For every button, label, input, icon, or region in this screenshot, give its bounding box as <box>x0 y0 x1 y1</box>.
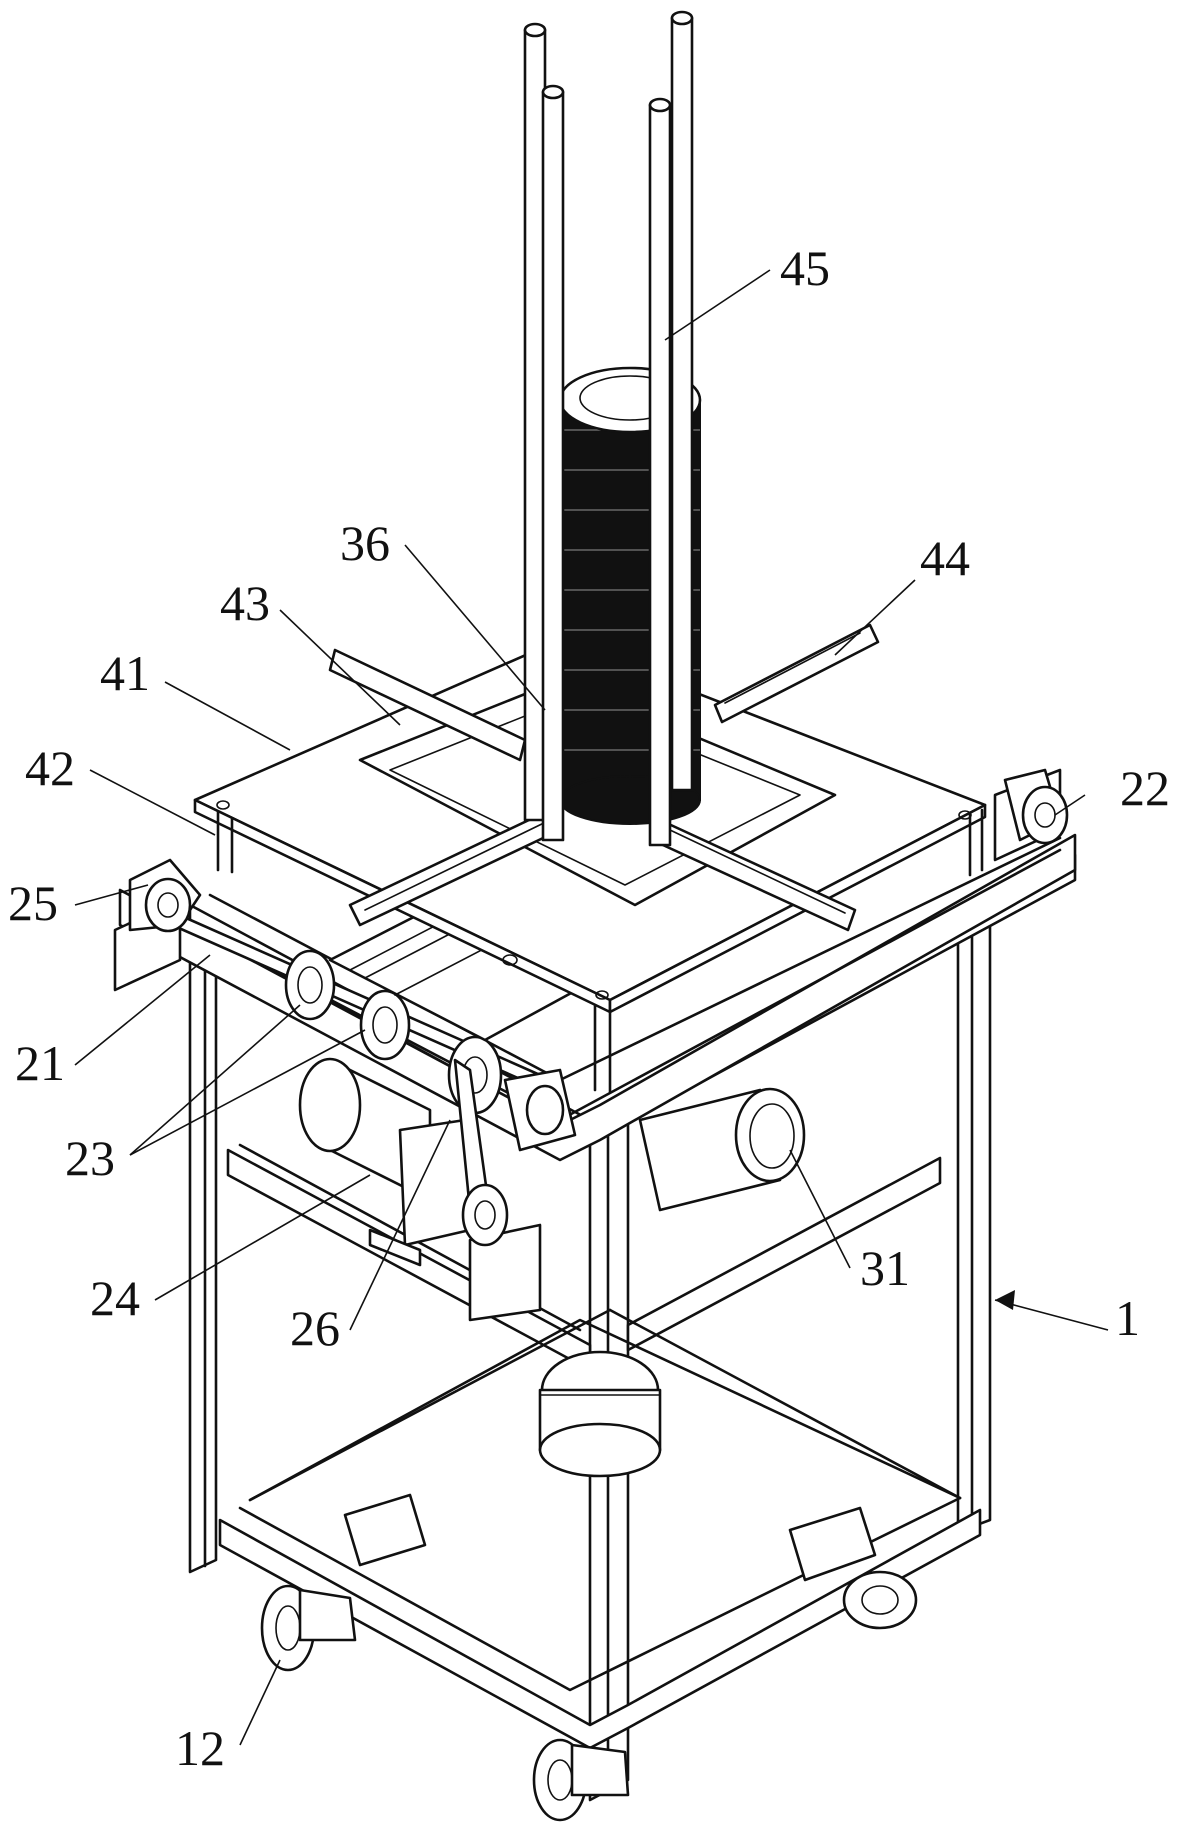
callout-1: 1 <box>1115 1290 1140 1346</box>
arrow-1 <box>995 1290 1015 1310</box>
caster-front <box>534 1740 628 1820</box>
bottom-motor <box>540 1390 660 1476</box>
callout-31: 31 <box>860 1240 910 1296</box>
callout-25: 25 <box>8 875 58 931</box>
caster-right <box>844 1572 916 1628</box>
callout-21: 21 <box>15 1035 65 1091</box>
callout-24: 24 <box>90 1270 140 1326</box>
callout-44: 44 <box>920 530 970 586</box>
callout-41: 41 <box>100 645 150 701</box>
callout-26: 26 <box>290 1300 340 1356</box>
callout-36: 36 <box>340 515 390 571</box>
caster-left <box>262 1586 355 1670</box>
callout-42: 42 <box>25 740 75 796</box>
front-bearing <box>505 1070 575 1150</box>
callout-12: 12 <box>175 1720 225 1776</box>
callout-22: 22 <box>1120 760 1170 816</box>
callout-45: 45 <box>780 240 830 296</box>
callout-43: 43 <box>220 575 270 631</box>
motor-31 <box>640 1089 804 1210</box>
callout-23: 23 <box>65 1130 115 1186</box>
